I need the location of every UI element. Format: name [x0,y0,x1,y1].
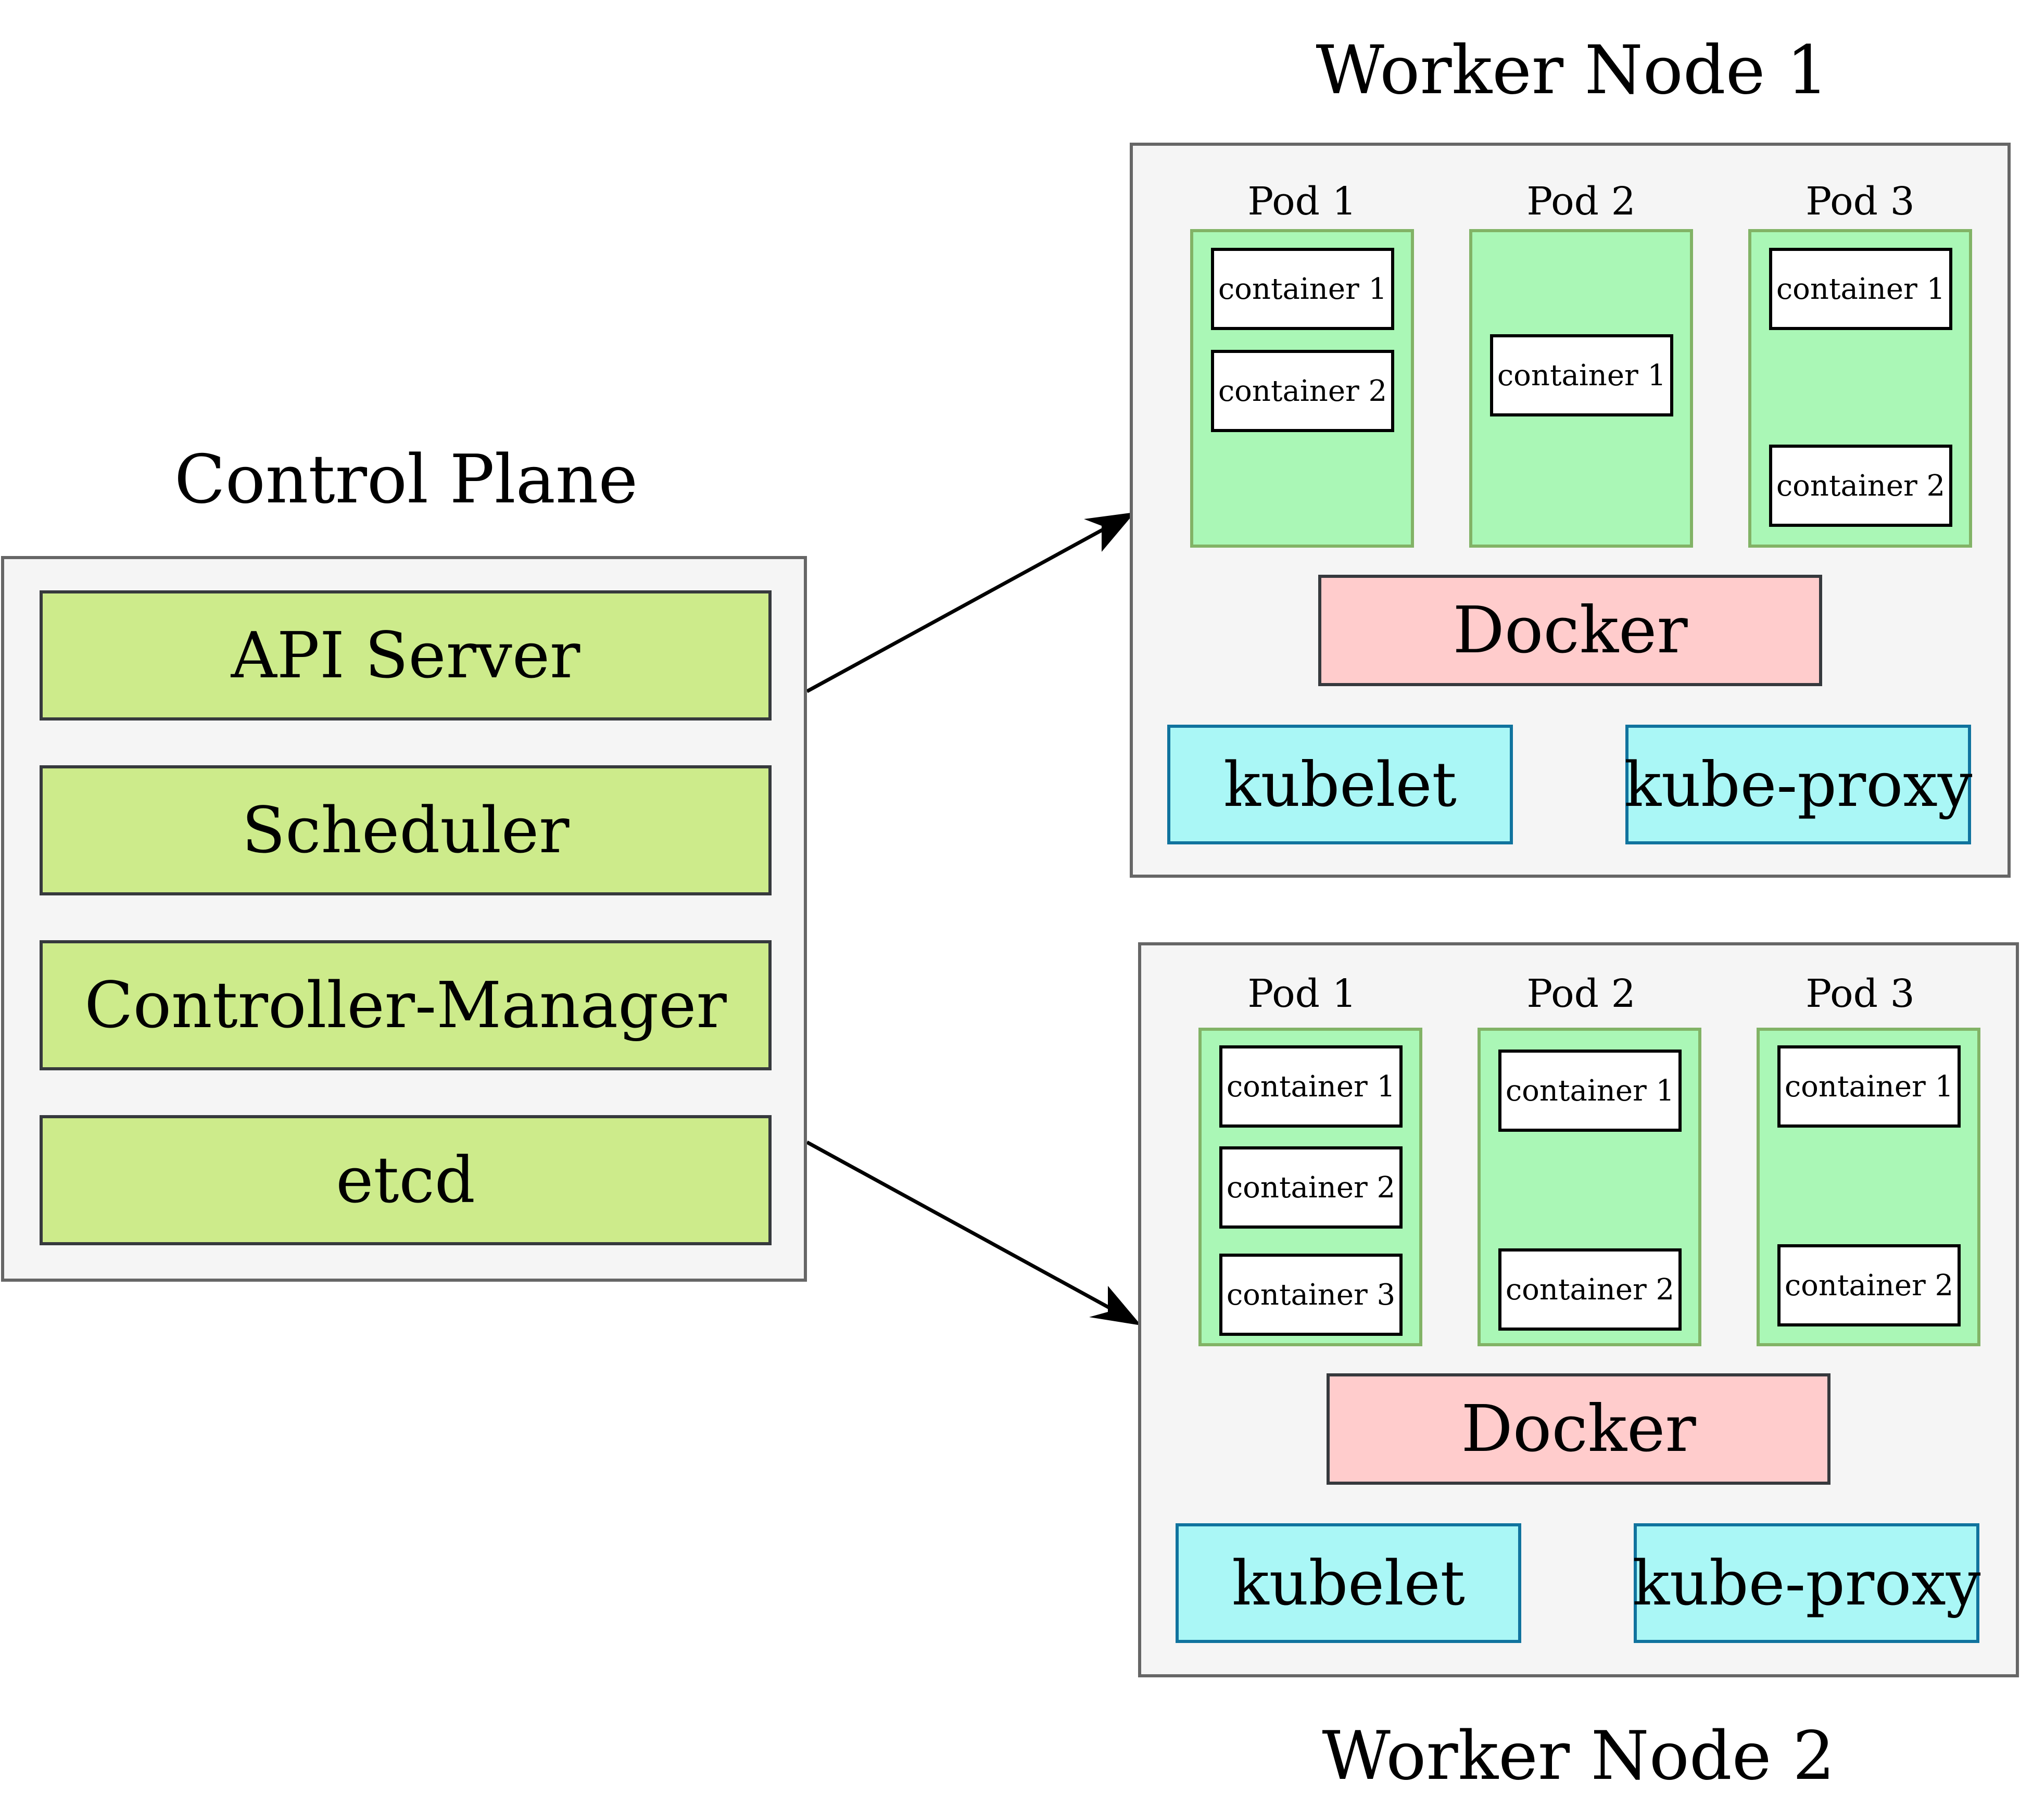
pod-3-box[interactable]: container 1 container 2 [1748,229,1972,548]
etcd-box[interactable]: etcd [40,1115,772,1245]
pod-2-box[interactable]: container 1 [1469,229,1693,548]
worker-node-1-panel: Pod 1 Pod 2 Pod 3 container 1 container … [1130,143,2011,878]
worker-node-1-title: Worker Node 1 [1316,32,1829,109]
kubelet-box[interactable]: kubelet [1176,1523,1521,1643]
container-box[interactable]: container 1 [1211,248,1394,330]
controller-manager-label: Controller-Manager [84,968,727,1042]
container-box[interactable]: container 1 [1490,334,1673,416]
pod-1-box[interactable]: container 1 container 2 container 3 [1198,1028,1422,1346]
pod-1-box[interactable]: container 1 container 2 [1190,229,1414,548]
container-box[interactable]: container 1 [1777,1045,1961,1128]
kube-proxy-box[interactable]: kube-proxy [1624,725,1972,844]
etcd-label: etcd [336,1143,475,1217]
scheduler-box[interactable]: Scheduler [40,765,772,895]
pod-label: Pod 3 [1806,179,1915,224]
container-box[interactable]: container 3 [1219,1254,1403,1336]
container-box[interactable]: container 1 [1219,1045,1403,1128]
api-server-box[interactable]: API Server [40,590,772,721]
kubelet-box[interactable]: kubelet [1167,725,1513,844]
pod-2-box[interactable]: container 1 container 2 [1478,1028,1701,1346]
arrow-to-worker-node-1 [806,519,1120,693]
control-plane-panel: API Server Scheduler Controller-Manager … [1,556,807,1282]
container-box[interactable]: container 1 [1498,1050,1682,1132]
arrow-to-worker-node-2 [806,1140,1126,1318]
pod-label: Pod 1 [1247,971,1357,1016]
container-box[interactable]: container 2 [1498,1248,1682,1331]
pod-label: Pod 1 [1247,179,1357,224]
container-box[interactable]: container 2 [1219,1146,1403,1229]
scheduler-label: Scheduler [242,793,570,867]
container-box[interactable]: container 1 [1769,248,1952,330]
docker-box[interactable]: Docker [1318,575,1822,686]
pod-3-box[interactable]: container 1 container 2 [1757,1028,1980,1346]
container-box[interactable]: container 2 [1769,445,1952,527]
arrow-head-worker-node-2 [1089,1286,1141,1325]
pod-label: Pod 2 [1526,971,1636,1016]
pod-label: Pod 2 [1526,179,1636,224]
pod-label: Pod 3 [1806,971,1915,1016]
control-plane-title: Control Plane [174,441,638,519]
docker-box[interactable]: Docker [1327,1373,1830,1485]
worker-node-2-title: Worker Node 2 [1322,1717,1835,1795]
arrow-head-worker-node-1 [1084,512,1135,552]
container-box[interactable]: container 2 [1211,350,1394,432]
api-server-label: API Server [231,618,580,692]
controller-manager-box[interactable]: Controller-Manager [40,940,772,1070]
kube-proxy-box[interactable]: kube-proxy [1633,1523,1980,1643]
worker-node-2-panel: Pod 1 Pod 2 Pod 3 container 1 container … [1138,942,2019,1677]
container-box[interactable]: container 2 [1777,1244,1961,1326]
